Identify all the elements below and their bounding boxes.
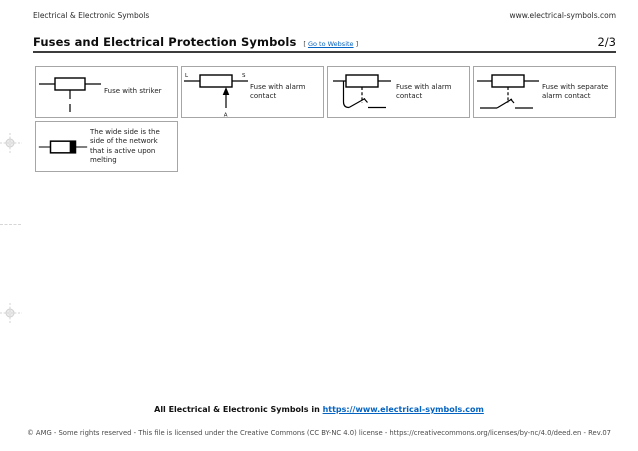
footer-summary: All Electrical & Electronic Symbols in h…: [0, 405, 638, 414]
footer-bold-text: All Electrical & Electronic Symbols in: [154, 405, 320, 414]
terminal-label-l: L: [185, 73, 189, 79]
symbol-label: Fuse with alarm contact: [250, 82, 306, 100]
symbol-card: The wide side is the side of the network…: [35, 121, 178, 172]
symbol-card: Fuse with separate alarm contact: [473, 66, 616, 118]
symbol-label: The wide side is the side of the network…: [90, 127, 160, 164]
header-left-text: Electrical & Electronic Symbols: [33, 11, 150, 20]
fuse-with-striker-symbol: [39, 77, 101, 112]
bracket-close: ]: [355, 40, 359, 48]
symbol-grid-row-1: Fuse with striker L S A Fuse with alarm …: [35, 66, 616, 118]
footer-website-link[interactable]: https://www.electrical-symbols.com: [322, 405, 484, 414]
fuse-wide-side-symbol: [38, 139, 88, 154]
fuse-with-alarm-contact-arrow-symbol: L S A: [184, 73, 248, 117]
symbol-label: Fuse with striker: [104, 87, 162, 96]
fuse-with-separate-alarm-contact-symbol: [477, 74, 539, 109]
symbol-label: Fuse with separate alarm contact: [542, 82, 609, 100]
symbol-card: Fuse with striker: [35, 66, 178, 118]
go-to-website-wrap: [Go to Website]: [303, 40, 358, 48]
symbol-card: Fuse with alarm contact: [327, 66, 470, 118]
symbol-label: Fuse with alarm contact: [396, 82, 452, 100]
page-number: 2/3: [597, 35, 616, 49]
symbol-grid-row-2: The wide side is the side of the network…: [35, 121, 178, 172]
terminal-label-a: A: [224, 112, 228, 117]
page-title: Fuses and Electrical Protection Symbols: [33, 35, 297, 49]
trim-mark-dashes: [0, 224, 21, 225]
go-to-website-link[interactable]: Go to Website: [307, 40, 354, 48]
header-right-text: www.electrical-symbols.com: [509, 11, 616, 20]
registration-mark-top: [0, 132, 23, 159]
symbol-card: L S A Fuse with alarm contact: [181, 66, 324, 118]
title-row: Fuses and Electrical Protection Symbols …: [33, 35, 616, 49]
bracket-open: [: [303, 40, 306, 48]
registration-mark-bottom: [0, 302, 23, 329]
fuse-with-alarm-contact-switch-symbol: [333, 74, 391, 109]
copyright-text: © AMG - Some rights reserved - This file…: [26, 429, 612, 437]
terminal-label-s: S: [242, 73, 246, 79]
title-divider: [33, 51, 616, 53]
